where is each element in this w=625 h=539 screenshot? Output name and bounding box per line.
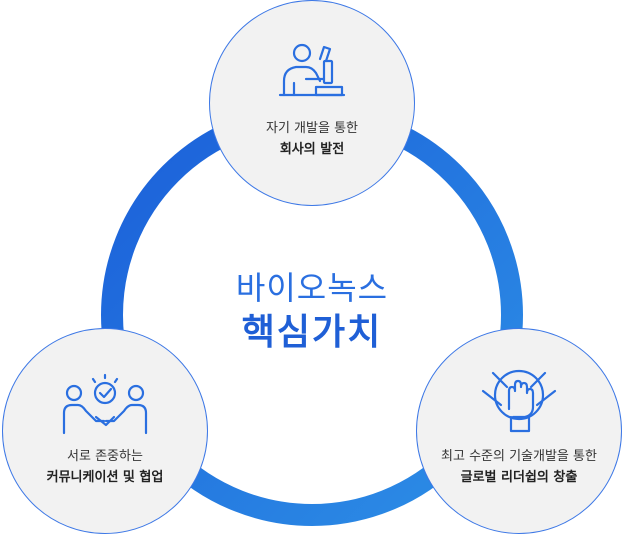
node-right-line1: 최고 수준의 기술개발을 통한 bbox=[441, 449, 597, 464]
node-left-line1: 서로 존중하는 bbox=[67, 449, 143, 464]
value-node-self-development: 자기 개발을 통한 회사의 발전 bbox=[209, 0, 415, 206]
hands-together-globe-icon bbox=[481, 369, 557, 433]
node-top-line2: 회사의 발전 bbox=[279, 142, 345, 157]
two-people-agreement-icon bbox=[62, 373, 148, 435]
value-node-communication: 서로 존중하는 커뮤니케이션 및 협업 bbox=[2, 328, 208, 534]
node-right-line2: 글로벌 리더쉽의 창출 bbox=[460, 470, 578, 485]
value-node-global-leadership: 최고 수준의 기술개발을 통한 글로벌 리더쉽의 창출 bbox=[416, 328, 622, 534]
node-top-line1: 자기 개발을 통한 bbox=[266, 121, 358, 136]
node-left-line2: 커뮤니케이션 및 협업 bbox=[46, 470, 164, 485]
center-label: 바이오녹스 핵심가치 bbox=[152, 268, 472, 356]
center-title: 핵심가치 bbox=[241, 312, 383, 353]
person-with-microscope-icon bbox=[278, 43, 346, 97]
center-subtitle: 바이오녹스 bbox=[235, 269, 389, 307]
